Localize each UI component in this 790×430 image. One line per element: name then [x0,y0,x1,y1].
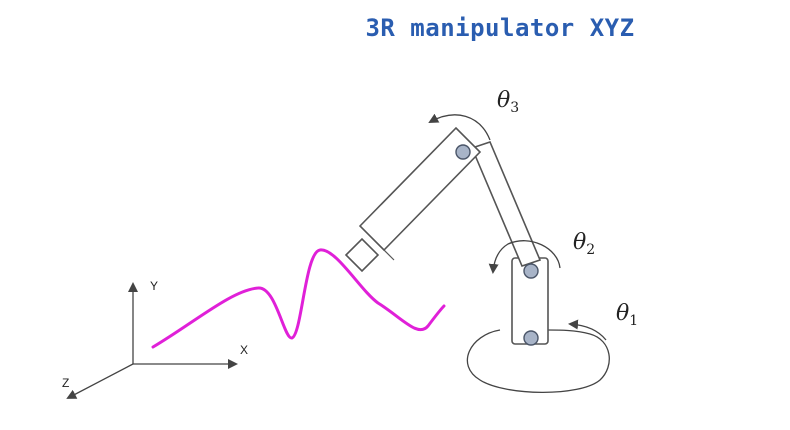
end-effector-trajectory [151,248,446,349]
joint-2-rotation-arrow [488,240,561,274]
joint-3-pin [455,144,471,160]
y-axis-label: Y [150,279,158,293]
x-axis-label: X [240,343,248,357]
theta-1-label: θ1 [616,301,638,329]
link-3-detail [371,237,395,261]
theta-2-label: θ2 [573,230,595,258]
joint-1-pin [523,330,539,346]
theta-3-label: θ3 [497,88,519,116]
joint-2-pin [523,263,539,279]
z-axis-label: Z [62,376,69,390]
z-axis [66,363,134,399]
coordinate-frame: Y X Z [62,279,248,399]
link-2 [470,141,542,267]
joint-3-rotation-arrow [428,113,491,141]
end-effector [344,237,380,273]
robot-base [466,329,610,394]
diagram-title: 3R manipulator XYZ [365,14,635,42]
base-rotation-arrow [568,319,607,341]
